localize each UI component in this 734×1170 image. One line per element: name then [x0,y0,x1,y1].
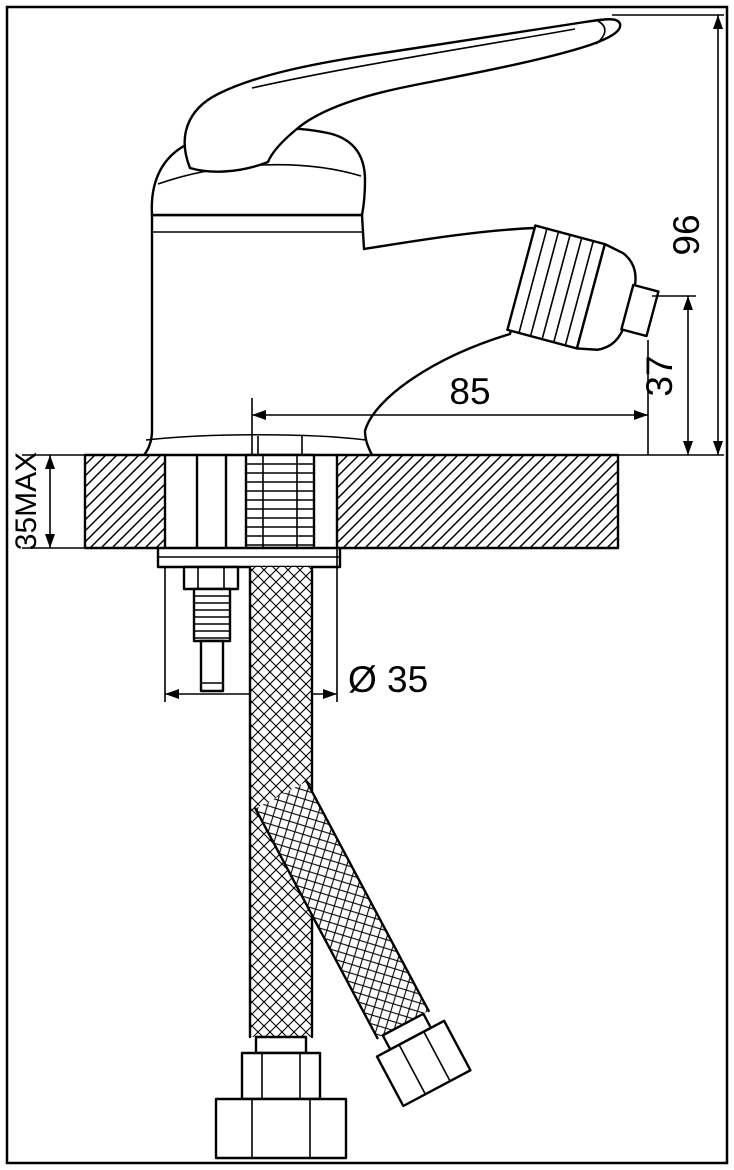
hose-fitting-angled [375,1012,472,1108]
aerator-outlet [620,283,660,338]
faucet-handle [183,18,622,173]
ext-lines [22,454,85,549]
dimension-label-deck-thickness: 35MAX [10,452,43,550]
braided-hose-angled [254,780,472,1108]
dimension-label-overall-height: 96 [666,214,707,255]
arrowhead-down [683,441,693,455]
shank-threads [246,463,314,546]
hose-angled-edges [254,780,430,1040]
hose-channel-lines [257,436,303,455]
faucet-aerator [506,224,660,351]
arrowhead-right [323,689,337,699]
ext-lines [164,548,338,702]
threaded-shank [244,453,316,550]
aerator-ribs [518,228,595,346]
arrowhead-up [45,455,55,469]
arrowhead-down [713,441,723,455]
stud-rod-tip [199,639,225,693]
straight-fitting-upper-facets [261,1053,301,1099]
arrowhead-up [683,296,693,310]
faucet-mixer [142,18,660,457]
arrowhead-left [165,689,179,699]
shank-facets [262,455,298,548]
stud-threads [194,595,230,639]
countertop-section [83,453,620,550]
dimension-label-hole-diameter: Ø 35 [348,659,428,700]
angled-fitting-nut [375,1019,472,1108]
arrowhead-left [252,410,266,420]
arrowhead-up [713,15,723,29]
faucet-body [142,213,537,457]
angled-fitting-facets [398,1031,451,1095]
dimension-label-outlet-height: 37 [639,355,680,396]
arrowhead-right [634,410,648,420]
dimension-outlet-height: 37 [639,295,696,455]
stud-threaded-rod [192,587,232,643]
stud-nut [182,565,240,591]
straight-fitting-nut-upper [240,1051,322,1101]
handle-crease-line [251,28,576,89]
dimension-label-spout-reach: 85 [449,371,490,412]
dimension-overall-height: 96 [612,14,724,456]
straight-fitting-collar [254,1035,308,1055]
countertop-hatch-left [85,455,165,548]
mounting-stud [182,565,240,693]
straight-fitting-nut-lower [214,1097,348,1160]
dimension-hole-diameter: Ø 35 [164,548,428,702]
dimension-deck-thickness: 35MAX [10,452,85,550]
hose-angled-braid [255,781,429,1039]
stud-nut-facets [197,567,225,589]
mounting-shank [195,453,316,550]
handle-tip-line [595,20,606,45]
dimension-spout-reach: 85 [251,340,649,455]
countertop-outline [83,453,620,550]
straight-fitting-lower-facets [251,1099,311,1158]
clamp-stud-lines [195,453,228,550]
base-collar-line [145,433,367,441]
countertop-hatch-right [337,455,618,548]
hose-fitting-straight [214,1035,348,1160]
arrowhead-down [45,534,55,548]
